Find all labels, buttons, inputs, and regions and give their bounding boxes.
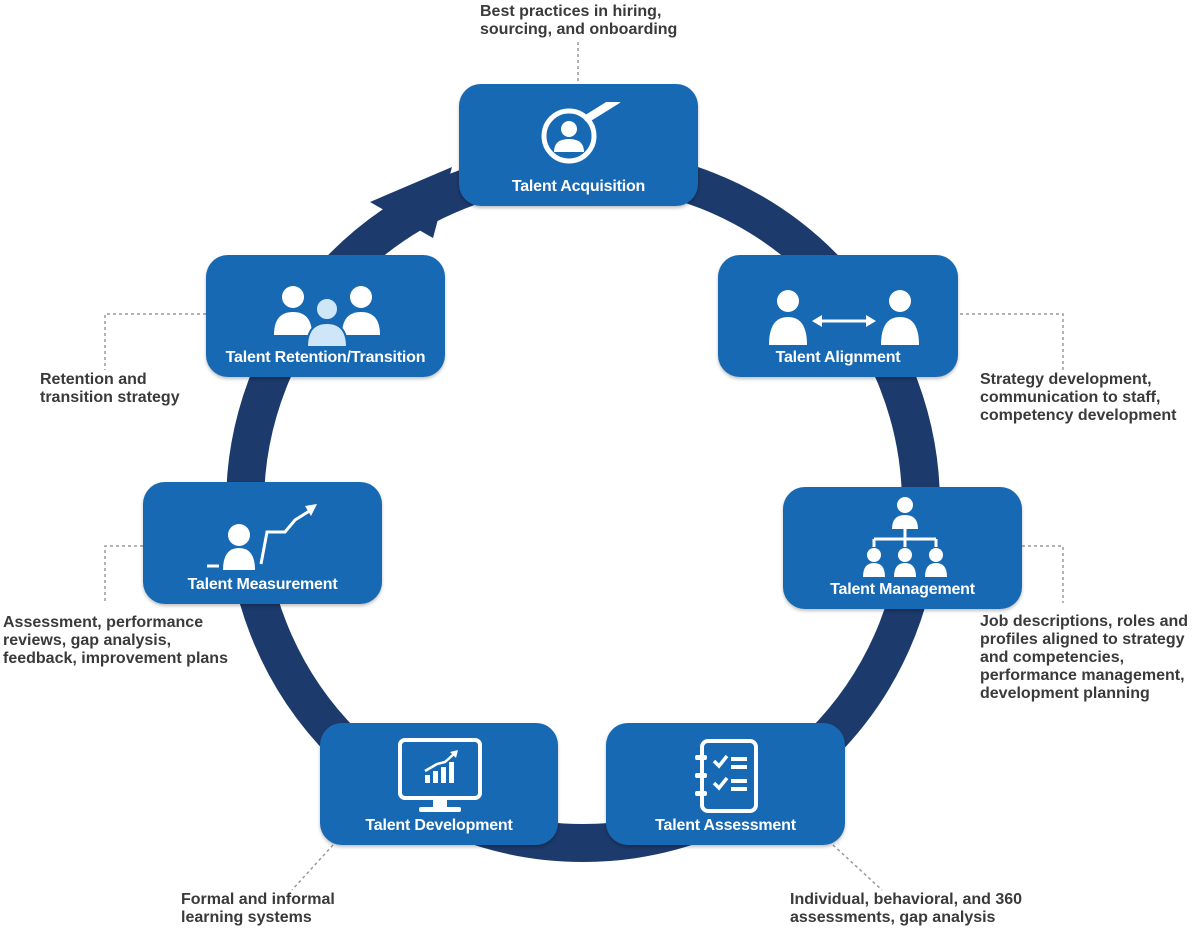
annotation-development: Formal and informal learning systems <box>181 891 335 926</box>
node-label: Talent Measurement <box>187 576 338 593</box>
annotation-alignment: Strategy development, communication to s… <box>980 371 1177 424</box>
org-chart-icon <box>863 497 947 577</box>
node-talent-alignment[interactable]: Talent Alignment <box>718 255 958 377</box>
annotation-management: Job descriptions, roles and profiles ali… <box>980 613 1189 702</box>
node-talent-retention-transition[interactable]: Talent Retention/Transition <box>206 255 445 377</box>
annotation-measurement: Assessment, performance reviews, gap ana… <box>3 614 228 667</box>
node-label: Talent Management <box>830 581 975 598</box>
annotation-acquisition: Best practices in hiring, sourcing, and … <box>480 3 678 38</box>
leader-management <box>1022 545 1064 603</box>
node-talent-acquisition[interactable]: Talent Acquisition <box>459 84 698 206</box>
leader-lines <box>104 42 1064 891</box>
node-label: Talent Acquisition <box>511 178 646 195</box>
node-label: Talent Development <box>365 817 513 834</box>
annotation-retention: Retention and transition strategy <box>40 371 180 406</box>
leader-retention <box>104 313 206 370</box>
node-label: Talent Retention/Transition <box>225 349 426 366</box>
node-talent-development[interactable]: Talent Development <box>320 723 558 845</box>
two-people-arrow-icon <box>769 290 919 345</box>
node-talent-management[interactable]: Talent Management <box>783 487 1022 609</box>
leader-development <box>291 844 334 891</box>
checklist-icon <box>695 739 758 813</box>
leader-assessment <box>832 844 883 891</box>
annotation-assessment: Individual, behavioral, and 360 assessme… <box>790 891 1023 926</box>
node-label: Talent Assessment <box>655 817 796 834</box>
node-label: Talent Alignment <box>775 349 901 366</box>
group-icon <box>274 286 380 348</box>
person-rising-arrow-icon <box>207 504 317 570</box>
cycle-arrowhead <box>370 167 452 238</box>
monitor-chart-icon <box>398 738 482 812</box>
node-talent-measurement[interactable]: Talent Measurement <box>143 482 382 604</box>
leader-measurement <box>104 545 143 603</box>
leader-alignment <box>960 313 1064 370</box>
person-magnifier-icon <box>541 102 621 164</box>
node-talent-assessment[interactable]: Talent Assessment <box>606 723 845 845</box>
